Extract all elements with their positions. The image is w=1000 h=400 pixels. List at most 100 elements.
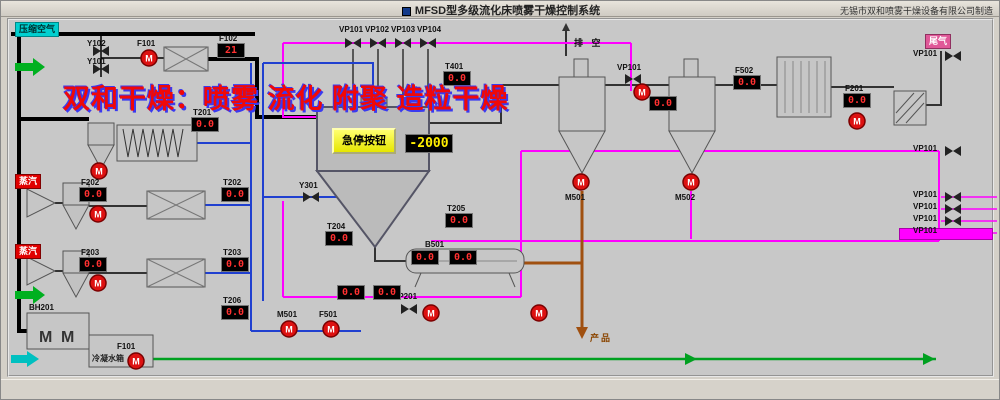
readout-cyclone1: 0.0 [649,96,677,111]
tag-t206: T206 [223,296,242,305]
readout-bed1: 0.0 [337,285,365,300]
valve-vp201-icon[interactable] [401,304,417,314]
tag-t201: T201 [193,108,212,117]
condensate-tank-label: 冷凝水箱 [92,354,124,363]
tag-vp-right-1: VP101 [913,49,938,58]
pipes-duct [55,29,942,274]
valve-vp101-icon[interactable] [345,38,361,48]
tag-f102: F102 [219,34,238,43]
valve-right-3-icon[interactable] [945,192,961,202]
valve-right-5-icon[interactable] [945,216,961,226]
valve-right-4-icon[interactable] [945,204,961,214]
steam-label-1: 蒸汽 [15,174,42,189]
feed-arrow-1 [15,58,45,76]
pump-condensate-icon[interactable] [127,352,145,370]
readout-t205: 0.0 [445,213,473,228]
feed-arrow-2 [15,286,45,304]
valve-right-1-icon[interactable] [945,51,961,61]
readout-t203: 0.0 [221,257,249,272]
pump-stage2-icon[interactable] [89,205,107,223]
pump-cyclone2-icon[interactable] [682,173,700,191]
watermark-text: 双和干燥：喷雾 流化 附聚 造粒干燥 [63,84,509,114]
tag-t203: T203 [223,248,242,257]
steam-label-2: 蒸汽 [15,244,42,259]
readout-f102: 21 [217,43,245,58]
svg-text:M: M [39,329,52,346]
readout-f202: 0.0 [79,187,107,202]
heater-stage2 [146,190,206,220]
tag-t205: T205 [447,204,466,213]
pump-center-icon[interactable] [422,304,440,322]
green-arrow-1 [685,353,697,365]
pump-exhaust-fan-icon[interactable] [848,112,866,130]
tag-vp-right-5: VP101 [913,214,938,223]
readout-b501b: 0.0 [449,250,477,265]
readout-bed2: 0.0 [373,285,401,300]
vent-arrow [562,23,570,31]
tag-m501: M501 [565,193,586,202]
tag-f101-bottom: F101 [117,342,136,351]
tag-vp201: VP201 [393,292,418,301]
product-line [524,191,584,327]
window-title: MFSD型多级流化床喷雾干燥控制系统 [414,5,601,17]
tag-f203: F203 [81,248,100,257]
tag-f201-right: F201 [845,84,864,93]
pump-duct-icon[interactable] [633,83,651,101]
cyclone-stage1 [87,122,115,170]
cyclone-1 [558,58,606,175]
tag-m502: M502 [675,193,696,202]
valve-vp103-icon[interactable] [395,38,411,48]
pump-m501-icon[interactable] [280,320,298,338]
valve-vent-icon[interactable] [625,74,641,84]
tag-vp-right-2: VP101 [913,144,938,153]
pump-cyclone1-icon[interactable] [572,173,590,191]
magenta-pipe-label [899,228,993,240]
tag-t401: T401 [445,62,464,71]
readout-t206: 0.0 [221,305,249,320]
tail-gas-label: 尾气 [925,34,952,49]
tag-t204: T204 [327,222,346,231]
emergency-stop-button[interactable]: 急停按钮 [332,128,396,154]
bag-filter [116,124,198,162]
green-arrow-2 [923,353,935,365]
pump-f101-icon[interactable] [140,49,158,67]
product-label: 产品 [590,333,613,343]
product-arrow [576,327,588,339]
tag-t202: T202 [223,178,242,187]
valve-vp102-icon[interactable] [370,38,386,48]
pump-f501-icon[interactable] [322,320,340,338]
valve-y301-icon[interactable] [303,192,319,202]
pump-stage3-icon[interactable] [89,274,107,292]
readout-t401: 0.0 [443,71,471,86]
pump-bed-discharge-icon[interactable] [530,304,548,322]
cyan-arrow [11,351,39,367]
readout-t204: 0.0 [325,231,353,246]
svg-text:M: M [61,329,74,346]
tag-b501: B501 [425,240,445,249]
tag-f501: F501 [319,310,338,319]
tag-f101: F101 [137,39,156,48]
tag-vp-right-3: VP101 [913,190,938,199]
exhaust-filter [893,90,927,126]
tag-y102: Y102 [87,39,106,48]
readout-t202: 0.0 [221,187,249,202]
tag-vp101-vent: VP101 [617,63,642,72]
readout-f201-right: 0.0 [843,93,871,108]
heater-f102 [163,46,209,72]
tag-m501-bottom: M501 [277,310,298,319]
control-bar: 3 清洗等待状态 自动开始 自动停止 报警音 喷 雾 CIP 喷雾设置 清洗设置 [1,379,999,399]
title-bar: MFSD型多级流化床喷雾干燥控制系统 无锡市双和喷雾干燥设备有限公司制造 [1,1,999,17]
valve-vp104-icon[interactable] [420,38,436,48]
readout-weight: -2000 [405,134,453,153]
readout-f502: 0.0 [733,75,761,90]
readout-b501a: 0.0 [411,250,439,265]
feed-cone-2 [26,188,57,218]
pump-stage1-icon[interactable] [90,162,108,180]
tag-vp102: VP102 [365,25,390,34]
tag-y301: Y301 [299,181,318,190]
valve-right-2-icon[interactable] [945,146,961,156]
tag-f202: F202 [81,178,100,187]
tag-bh201: BH201 [29,303,54,312]
cyclone-2 [668,58,716,175]
